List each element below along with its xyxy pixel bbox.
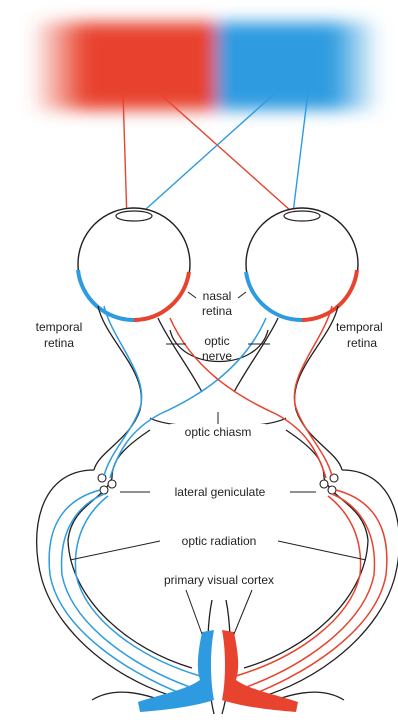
leader-cortex-left [186, 590, 202, 634]
label-lateral-geniculate: lateral geniculate [175, 485, 266, 499]
leader-radiation-right [278, 541, 366, 560]
optic-pathway-outline [37, 306, 398, 714]
label-temporal-right: temporal [336, 320, 383, 334]
primary-visual-cortex-areas [138, 630, 298, 712]
right-lens [284, 211, 320, 221]
label-temporal-left: temporal [36, 320, 83, 334]
leader-nasal-left [188, 292, 196, 298]
label-temporal-left-retina: retina [44, 336, 74, 350]
label-nasal-retina: retina [202, 304, 232, 318]
right-lgn-b [320, 480, 328, 488]
leader-radiation-left [70, 541, 160, 560]
label-optic-nerve: nerve [202, 349, 232, 363]
label-optic: optic [204, 334, 229, 348]
right-nerve-inner [234, 318, 278, 392]
right-visual-field [216, 22, 381, 110]
left-lens [116, 211, 152, 221]
red-left-eye-cross-to-lgn [170, 318, 326, 478]
left-lgn-b [108, 480, 116, 488]
blue-right-eye-cross-to-lgn [110, 318, 266, 478]
right-visual-cortex [222, 630, 298, 712]
right-lgn-c [328, 486, 336, 494]
label-optic-radiation: optic radiation [182, 534, 257, 548]
right-eye [246, 208, 358, 320]
leader-nasal-right [238, 292, 246, 298]
left-nerve-outer [94, 306, 141, 470]
left-nerve-inner [158, 318, 202, 392]
labels: nasal retina temporal retina temporal re… [36, 289, 383, 588]
label-nasal: nasal [203, 289, 232, 303]
visual-field-bar [30, 22, 381, 110]
label-primary-visual-cortex: primary visual cortex [164, 573, 274, 587]
label-temporal-right-retina: retina [347, 336, 377, 350]
leader-cortex-right [234, 590, 252, 634]
left-visual-cortex [138, 630, 214, 712]
label-optic-chiasm: optic chiasm [185, 425, 252, 439]
left-lgn-c [100, 486, 108, 494]
left-visual-field [30, 22, 218, 110]
left-eye [78, 208, 190, 320]
right-nerve-outer [295, 306, 342, 470]
